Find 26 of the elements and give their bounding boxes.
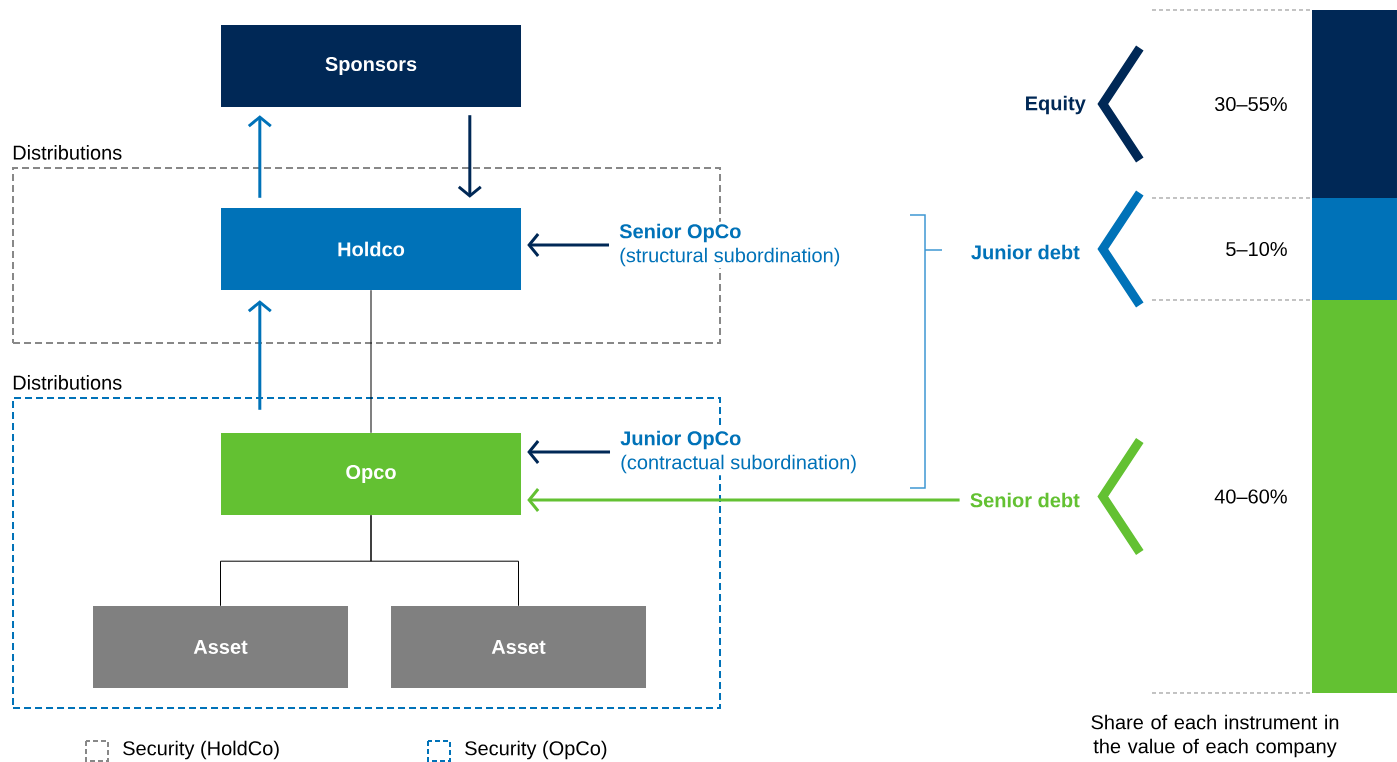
arrow — [527, 488, 960, 512]
lender-label: Senior OpCo (structural subordination) — [617, 221, 843, 269]
side-label: Distributions — [13, 145, 122, 160]
asset-box: Asset — [93, 606, 348, 688]
connector-line — [370, 514, 519, 607]
entity-box: Holdco — [221, 208, 521, 290]
instrument-label: Junior debt — [968, 242, 1082, 262]
arrow — [527, 233, 609, 257]
caption: Share of each instrument in the value of each company — [1091, 714, 1339, 758]
percentage-label: 40–60% — [1214, 489, 1287, 504]
arrow — [457, 115, 482, 198]
entity-box: Opco — [221, 433, 521, 515]
arrow — [527, 440, 610, 464]
legend-label: Security (HoldCo) — [123, 740, 279, 760]
legend-label: Security (OpCo) — [465, 740, 607, 760]
arrow — [247, 300, 272, 410]
percentage-label: 5–10% — [1226, 241, 1287, 257]
lender-label: Junior OpCo (contractual subordination) — [618, 428, 859, 476]
instrument-label: Equity — [1022, 93, 1088, 117]
connector-line — [370, 289, 372, 434]
side-label: Distributions — [13, 375, 122, 390]
entity-box: Sponsors — [221, 25, 521, 107]
asset-box: Asset — [391, 606, 646, 688]
percentage-label: 30–55% — [1215, 96, 1287, 112]
instrument-label: Senior debt — [967, 490, 1082, 510]
arrow — [247, 115, 272, 198]
